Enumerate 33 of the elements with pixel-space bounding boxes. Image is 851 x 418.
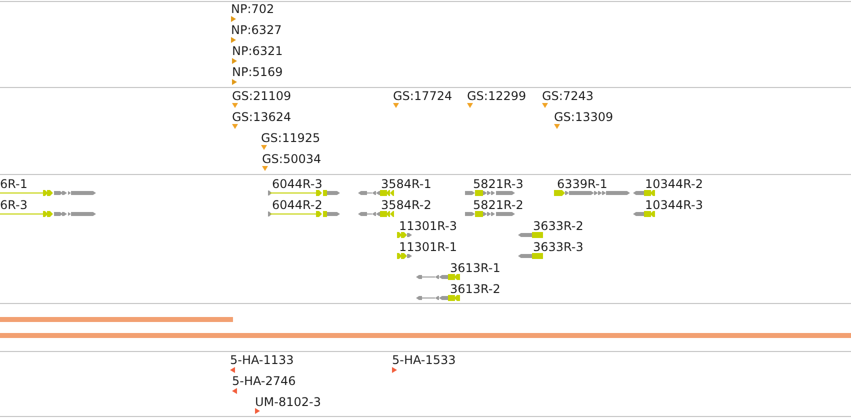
feature-label: 5-HA-1133: [230, 354, 294, 366]
feature-label: 10344R-3: [645, 199, 703, 211]
feature-label: GS:17724: [393, 90, 452, 102]
feature-label: 3584R-2: [381, 199, 432, 211]
feature-label: 11301R-3: [399, 220, 457, 232]
feature-label: NP:702: [231, 3, 274, 15]
feature-label: 5-HA-1533: [392, 354, 456, 366]
feature-label: 3633R-2: [533, 220, 584, 232]
feature-label: NP:5169: [232, 66, 283, 78]
feature-label: UM-8102-3: [255, 396, 321, 408]
feature-label: GS:21109: [232, 90, 292, 102]
feature-label: 3613R-1: [450, 262, 500, 274]
feature-label: NP:6327: [231, 24, 282, 36]
feature-label: GS:13624: [232, 111, 292, 123]
feature-label: 11301R-1: [399, 241, 457, 253]
feature-label: 3584R-1: [381, 178, 432, 190]
feature-label: 6044R-3: [272, 178, 322, 190]
feature-label: GS:11925: [261, 132, 320, 144]
feature-label: 10344R-2: [645, 178, 703, 190]
feature-label: 6R-3: [0, 199, 28, 211]
feature-label: 5-HA-2746: [232, 375, 296, 387]
feature-label: GS:13309: [554, 111, 614, 123]
feature-label: 3633R-3: [533, 241, 584, 253]
feature-label: 6R-1: [0, 178, 28, 190]
feature-label: GS:12299: [467, 90, 526, 102]
feature-label: 6044R-2: [272, 199, 322, 211]
feature-label: 5821R-2: [473, 199, 524, 211]
feature-label: 5821R-3: [473, 178, 524, 190]
feature-label: 6339R-1: [557, 178, 608, 190]
feature-label: NP:6321: [232, 45, 283, 57]
feature-label: GS:7243: [542, 90, 594, 102]
feature-label: GS:50034: [262, 153, 322, 165]
feature-label: 3613R-2: [450, 283, 500, 295]
